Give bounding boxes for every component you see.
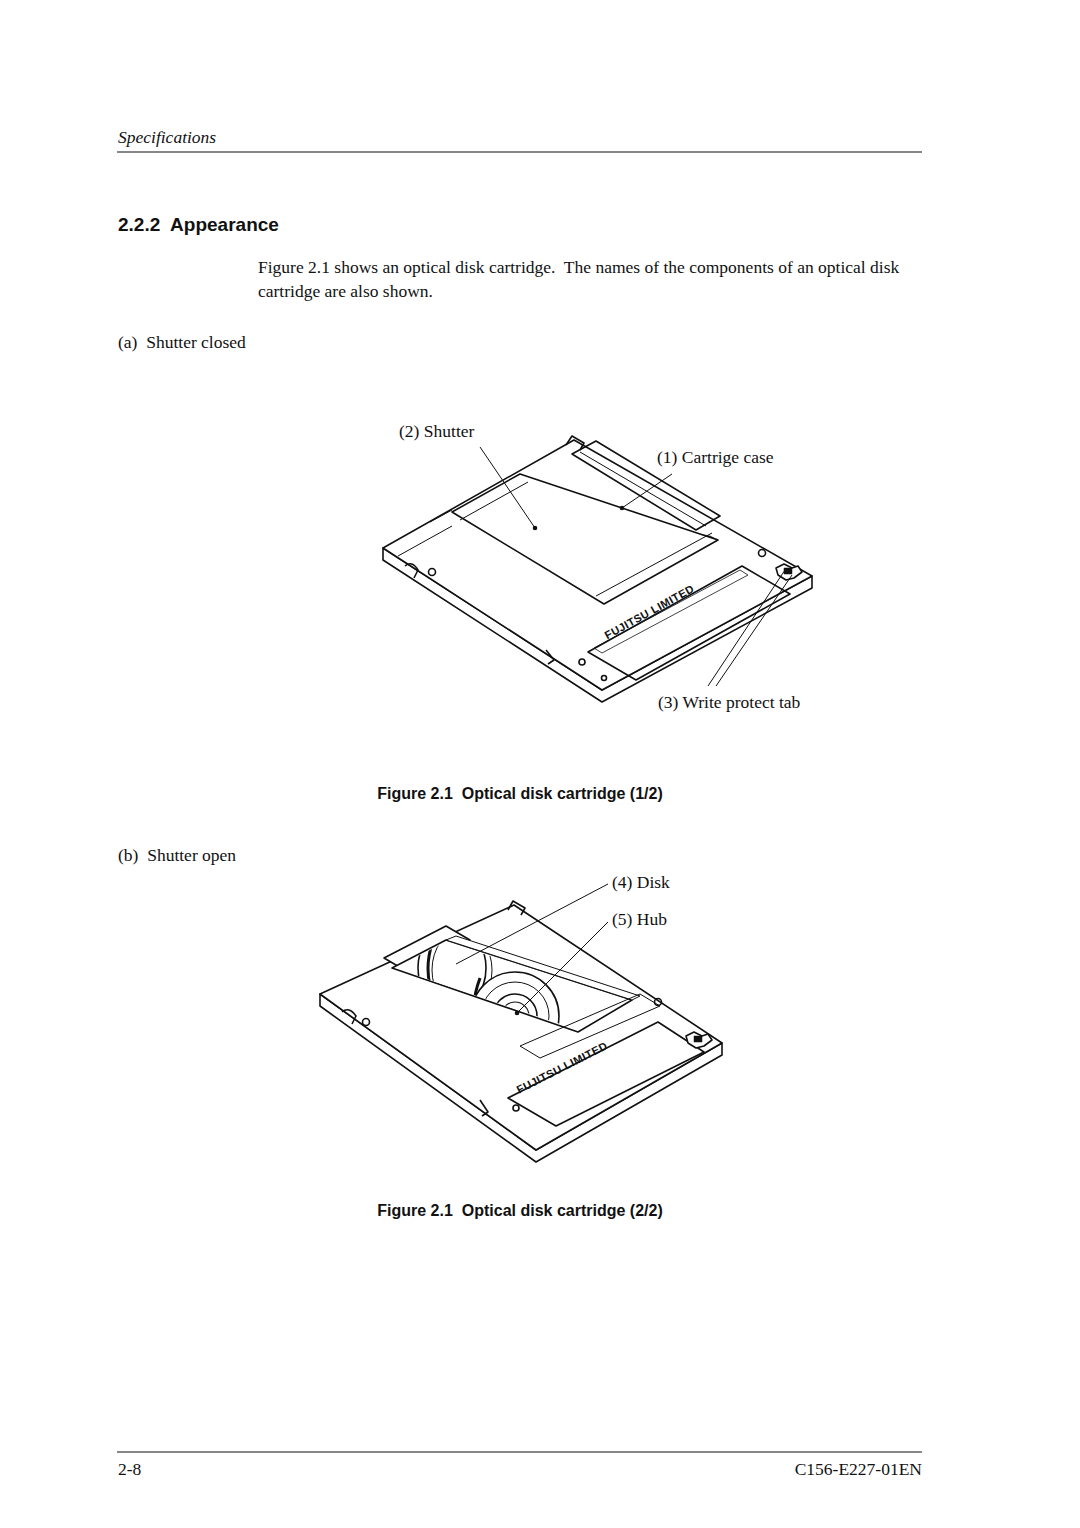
callout-label: (5) Hub [612,908,667,932]
figure-part-label: (a) Shutter closed [118,331,246,355]
section-heading: 2.2.2 Appearance [118,212,279,238]
callout-label: (1) Cartrige case [657,446,774,470]
callout-label: (3) Write protect tab [658,691,800,715]
document-code: C156-E227-01EN [795,1458,922,1482]
figure-caption: Figure 2.1 Optical disk cartridge (2/2) [120,1200,920,1222]
figure-caption: Figure 2.1 Optical disk cartridge (1/2) [120,783,920,805]
callout-label: (2) Shutter [399,420,474,444]
callout-label: (4) Disk [612,871,670,895]
figure-part-label: (b) Shutter open [118,844,236,868]
running-header: Specifications [118,126,216,150]
body-paragraph: Figure 2.1 shows an optical disk cartrid… [258,256,918,303]
page-number: 2-8 [118,1458,141,1482]
